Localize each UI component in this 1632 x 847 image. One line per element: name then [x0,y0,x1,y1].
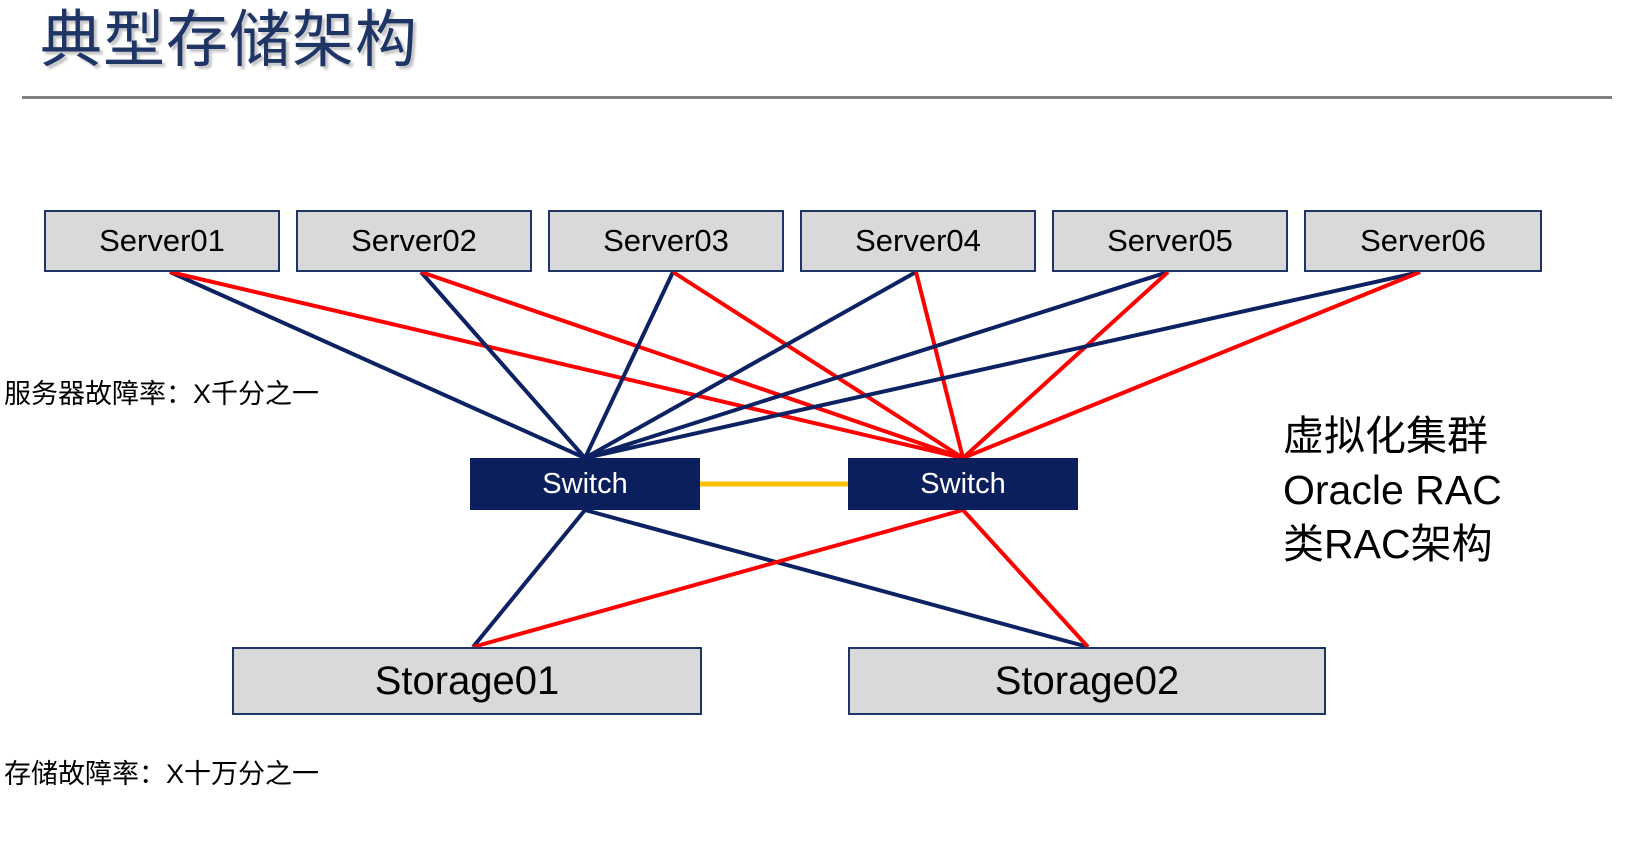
link-server4-to-switch-right [914,271,965,459]
node-storage01[interactable]: Storage01 [232,647,702,715]
node-label: Switch [920,467,1006,500]
link-server5-to-switch-right [961,270,1170,460]
node-label: Switch [542,467,628,500]
link-server1-to-switch-left [169,270,586,460]
node-label: Server01 [99,223,225,258]
node-server01[interactable]: Server01 [44,210,280,272]
link-server2-to-switch-left [419,270,587,460]
link-server3-to-switch-right [671,270,965,460]
link-server3-to-switch-left [583,271,675,459]
title-divider [22,96,1612,99]
link-server6-to-switch-right [962,270,1421,460]
link-server2-to-switch-right [420,270,964,460]
node-server05[interactable]: Server05 [1052,210,1288,272]
node-label: Server04 [855,223,981,258]
node-server04[interactable]: Server04 [800,210,1036,272]
cluster-note-line-3: 类RAC架构 [1283,521,1493,568]
link-switch-left-to-storage01 [471,508,587,649]
link-server6-to-switch-left [584,270,1421,460]
node-label: Server03 [603,223,729,258]
server-failure-rate-label: 服务器故障率：X千分之一 [4,379,320,409]
node-storage02[interactable]: Storage02 [848,647,1326,715]
link-switch-right-to-storage02 [961,508,1090,649]
cluster-note: 虚拟化集群 Oracle RAC 类RAC架构 [1283,409,1502,571]
link-server4-to-switch-left [584,270,917,460]
link-switch-left-to-storage02 [584,508,1089,649]
node-switch-right[interactable]: Switch [848,458,1078,510]
node-server02[interactable]: Server02 [296,210,532,272]
node-label: Storage01 [374,658,560,703]
node-label: Server06 [1360,223,1486,258]
link-server1-to-switch-right [169,270,964,460]
node-label: Storage02 [994,658,1180,703]
storage-failure-rate-label: 存储故障率：X十万分之一 [4,759,320,789]
link-server5-to-switch-left [584,270,1169,460]
link-switch-right-to-storage01 [472,508,964,649]
node-label: Server05 [1107,223,1233,258]
node-server03[interactable]: Server03 [548,210,784,272]
node-label: Server02 [351,223,477,258]
node-switch-left[interactable]: Switch [470,458,700,510]
page-title: 典型存储架构 [40,6,419,75]
cluster-note-line-1: 虚拟化集群 [1283,413,1488,459]
cluster-note-line-2: Oracle RAC [1283,467,1502,514]
node-server06[interactable]: Server06 [1304,210,1542,272]
